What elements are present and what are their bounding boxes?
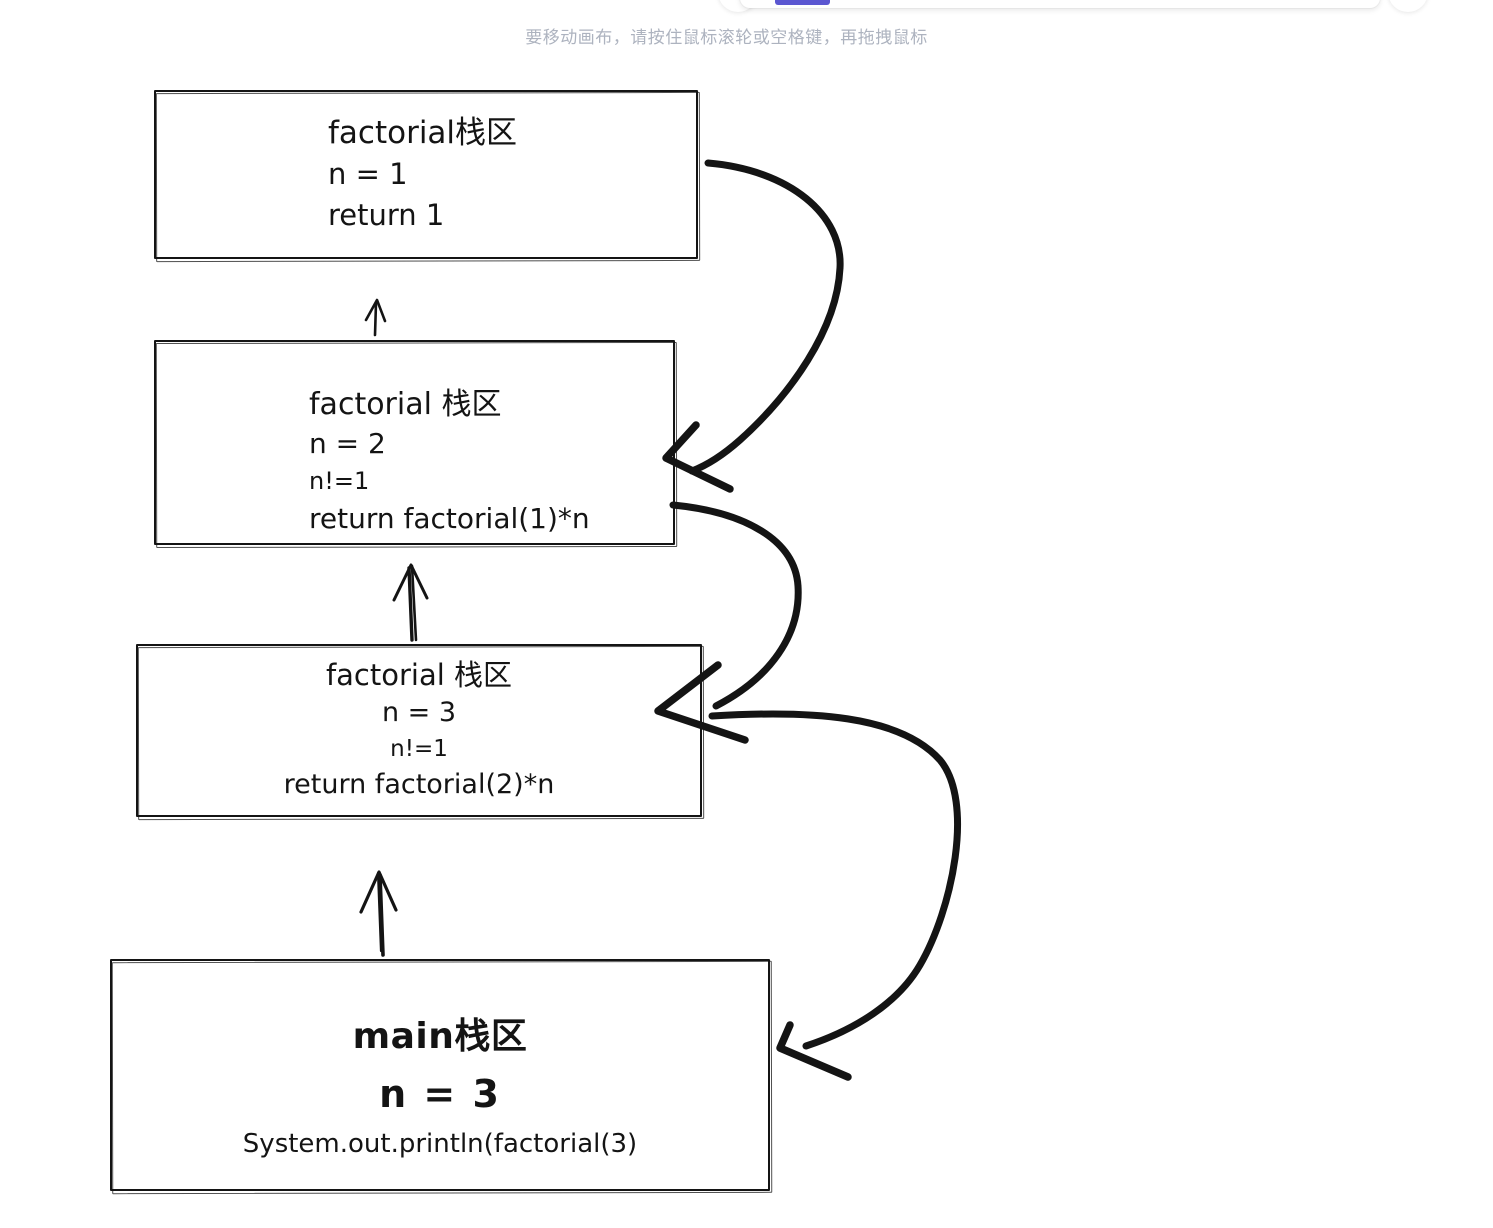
factorial-stack-frame-3[interactable]: factorial 栈区 n = 3 n!=1 return factorial… [136, 644, 705, 821]
frame-title: factorial栈区 [328, 115, 518, 151]
factorial-stack-frame-3-text: factorial 栈区 n = 3 n!=1 return factorial… [136, 644, 702, 817]
canvas-pan-hint: 要移动画布，请按住鼠标滚轮或空格键，再拖拽鼠标 [525, 28, 928, 47]
frame-return: return 1 [328, 198, 445, 232]
main-stack-frame-text: main栈区 n = 3 System.out.println(factoria… [110, 959, 770, 1191]
frame-var-n: n = 3 [381, 697, 457, 728]
factorial-stack-frame-2[interactable]: factorial 栈区 n = 2 n!=1 return factorial… [154, 340, 678, 549]
arrow-call-main-to-f3[interactable] [359, 870, 398, 957]
active-tool-indicator [775, 0, 830, 5]
frame-var-n: n = 2 [309, 427, 386, 460]
main-stack-frame[interactable]: main栈区 n = 3 System.out.println(factoria… [110, 959, 773, 1195]
arrow-call-f2-to-f1[interactable] [364, 298, 387, 337]
frame-var-n: n = 1 [328, 157, 408, 191]
factorial-stack-frame-1-text: factorial栈区 n = 1 return 1 [154, 90, 698, 259]
frame-return: return factorial(2)*n [283, 769, 555, 800]
frame-condition: n!=1 [309, 467, 370, 495]
toolbar-right-round-button[interactable] [1388, 0, 1428, 12]
frame-title: factorial 栈区 [309, 387, 502, 422]
box-outline [110, 959, 770, 1191]
factorial-stack-frame-2-text: factorial 栈区 n = 2 n!=1 return factorial… [154, 340, 675, 545]
frame-condition: n!=1 [390, 736, 448, 762]
factorial-stack-frame-1[interactable]: factorial栈区 n = 1 return 1 [154, 90, 701, 263]
frame-code: System.out.println(factorial(3) [242, 1129, 638, 1159]
frame-return: return factorial(1)*n [309, 502, 590, 535]
frame-title: factorial 栈区 [325, 658, 513, 692]
tool-palette-bar[interactable] [740, 0, 1380, 8]
frame-var-n: n = 3 [379, 1072, 501, 1116]
frame-title: main栈区 [352, 1016, 528, 1057]
arrow-call-f3-to-f2[interactable] [392, 563, 429, 642]
